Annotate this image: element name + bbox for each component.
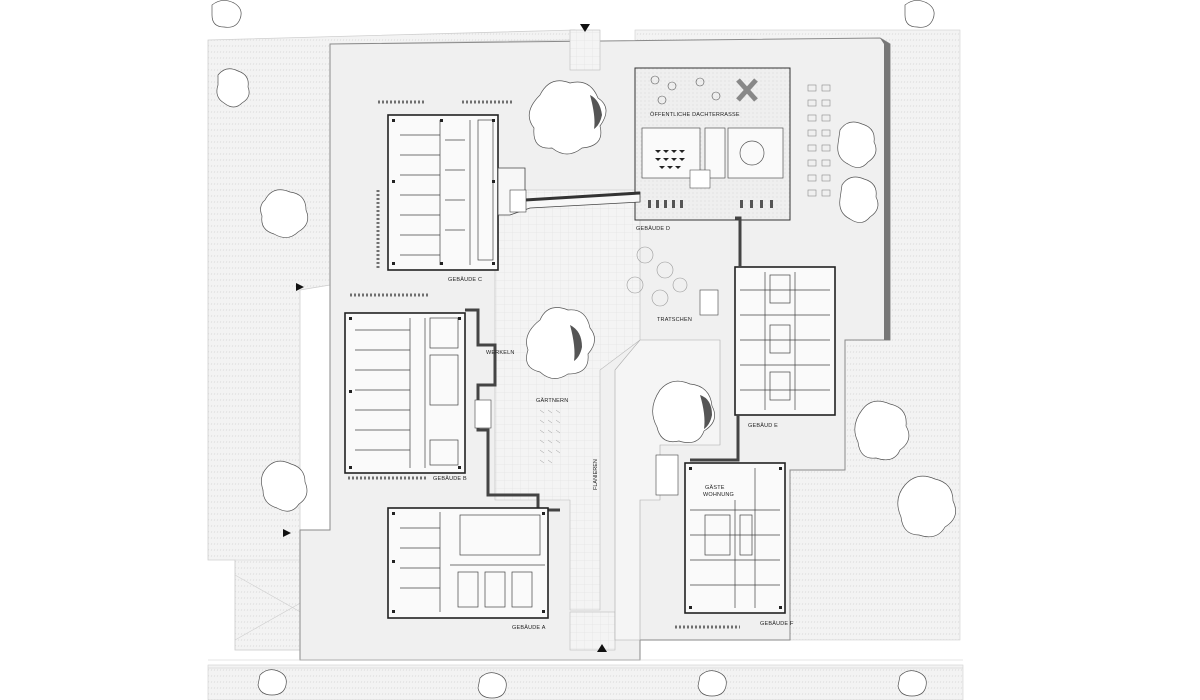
triangle-arrow-bottom — [597, 644, 607, 652]
label-gebaeude-f: GEBÄUDE F — [760, 620, 794, 627]
building-f: GÄSTE WOHNUNG GEBÄUDE F — [684, 462, 794, 627]
label-gaertnern: GÄRTNERN — [536, 397, 568, 404]
building-d: ÖFFENTLICHE DACHTERRASSE GEBÄUDE D — [634, 67, 791, 232]
street-lines — [208, 659, 963, 669]
trees — [211, 0, 956, 699]
label-gaeste-line2: WOHNUNG — [703, 492, 734, 498]
building-c: GEBÄUDE C — [387, 114, 499, 283]
tree-shadows — [570, 95, 712, 429]
hedges — [348, 100, 740, 629]
triangle-arrow-left-2 — [283, 529, 291, 537]
entrance-arrows — [283, 24, 607, 652]
label-tratschen: TRATSCHEN — [657, 317, 692, 323]
seating-area — [807, 84, 831, 197]
building-a: GEBÄUDE A — [387, 507, 549, 631]
bridge-c — [497, 167, 641, 216]
label-gebaeude-c: GEBÄUDE C — [448, 276, 482, 283]
building-b: GEBÄUDE B — [344, 312, 467, 482]
label-gaeste-line1: GÄSTE — [705, 484, 725, 491]
garden-beds — [539, 409, 561, 464]
triangle-arrow-left-1 — [296, 283, 304, 291]
label-gebaeude-b: GEBÄUDE B — [433, 475, 467, 482]
stair-b — [474, 399, 492, 429]
triangle-arrow-top — [580, 24, 590, 32]
building-e: GEBÄUD E — [690, 216, 836, 462]
label-gebaeude-a: GEBÄUDE A — [512, 624, 546, 631]
tratschen-seating — [626, 246, 688, 307]
label-werkeln: WERKELN — [486, 350, 515, 356]
label-gebaeude-d: GEBÄUDE D — [636, 225, 670, 232]
plaza — [494, 29, 641, 651]
label-flanieren: FLANIEREN — [593, 459, 599, 490]
label-gebaeude-e: GEBÄUD E — [748, 422, 778, 429]
label-dachterrasse: ÖFFENTLICHE DACHTERRASSE — [650, 111, 740, 118]
